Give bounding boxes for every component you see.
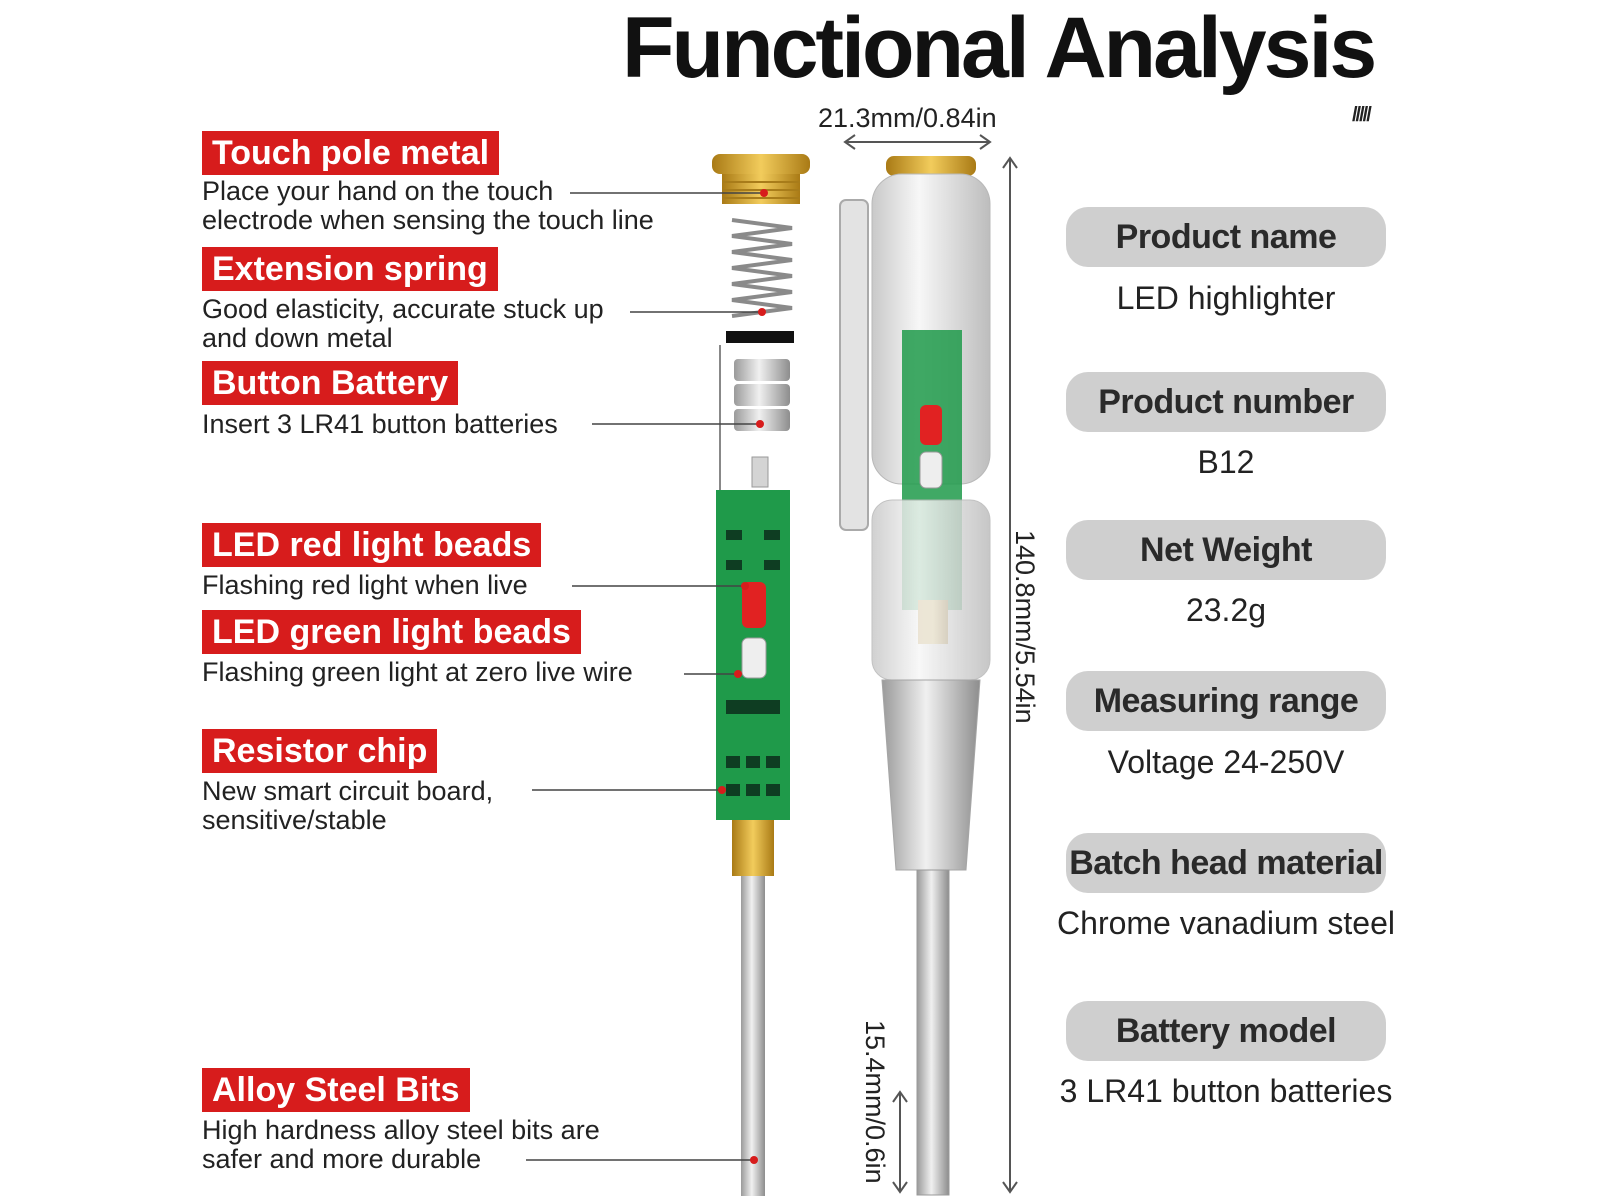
exploded-view bbox=[712, 154, 810, 1196]
component-desc-bits-1: High hardness alloy steel bits are bbox=[202, 1115, 600, 1145]
spec-value-product-number: B12 bbox=[1197, 444, 1255, 480]
component-tag-bits: Alloy Steel Bits bbox=[202, 1068, 470, 1112]
spec-label-product-number: Product number bbox=[1066, 372, 1386, 432]
arrow-icon bbox=[843, 134, 1018, 1194]
component-tag-resistor: Resistor chip bbox=[202, 729, 438, 773]
button-battery-1 bbox=[734, 359, 790, 381]
component-desc-resistor-2: sensitive/stable bbox=[202, 805, 387, 835]
leader-dots bbox=[718, 189, 768, 1164]
insulator-disc bbox=[726, 331, 794, 343]
component-tag-spring: Extension spring bbox=[202, 247, 498, 291]
touch-pole-thread-lines bbox=[722, 181, 800, 199]
spec-label-measuring-range: Measuring range bbox=[1066, 671, 1386, 731]
pen-clip bbox=[839, 199, 869, 531]
component-desc-battery-1: Insert 3 LR41 button batteries bbox=[202, 409, 558, 439]
dimension-width: 21.3mm/0.84in bbox=[818, 103, 997, 133]
component-tag-battery: Button Battery bbox=[202, 361, 459, 405]
spec-value-battery-model: 3 LR41 button batteries bbox=[1059, 1073, 1393, 1109]
spec-value-head-material: Chrome vanadium steel bbox=[1057, 905, 1395, 941]
pcb-components bbox=[726, 530, 780, 796]
component-desc-touch-pole-2: electrode when sensing the touch line bbox=[202, 205, 654, 235]
inner-led-red bbox=[920, 405, 942, 445]
led-green-bead bbox=[741, 637, 767, 679]
component-desc-spring-2: and down metal bbox=[202, 323, 393, 353]
led-red-bead bbox=[742, 582, 766, 628]
assembled-tester bbox=[839, 156, 991, 1196]
battery-contact bbox=[751, 456, 769, 488]
inner-led-green bbox=[919, 451, 943, 489]
component-tag-touch-pole: Touch pole metal bbox=[202, 131, 500, 175]
spec-value-net-weight: 23.2g bbox=[1185, 592, 1267, 628]
bit-thread bbox=[732, 820, 774, 876]
lower-body bbox=[871, 499, 991, 681]
button-battery-3 bbox=[734, 409, 790, 431]
spec-label-battery-model: Battery model bbox=[1066, 1001, 1386, 1061]
component-tag-led-green: LED green light beads bbox=[202, 610, 581, 654]
component-desc-touch-pole-1: Place your hand on the touch bbox=[202, 176, 554, 206]
component-desc-led-green-1: Flashing green light at zero live wire bbox=[202, 657, 633, 687]
touch-pole-cap bbox=[712, 154, 810, 174]
extension-spring bbox=[731, 218, 793, 318]
component-desc-led-red-1: Flashing red light when live bbox=[202, 570, 528, 600]
spec-label-product-name: Product name bbox=[1066, 207, 1386, 267]
alloy-bit-shaft bbox=[741, 876, 765, 1196]
button-battery-2 bbox=[734, 384, 790, 406]
product-panel bbox=[200, 0, 1410, 1200]
spec-value-measuring-range: Voltage 24-250V bbox=[1107, 744, 1345, 780]
spec-value-product-name: LED highlighter bbox=[1116, 280, 1336, 316]
component-tag-led-red: LED red light beads bbox=[202, 523, 542, 567]
spec-label-net-weight: Net Weight bbox=[1066, 520, 1386, 580]
spec-label-head-material: Batch head material bbox=[1066, 833, 1386, 893]
leader-lines bbox=[526, 192, 764, 1161]
component-desc-bits-2: safer and more durable bbox=[202, 1144, 482, 1174]
hatch-mark: ///// bbox=[1352, 104, 1372, 126]
component-desc-resistor-1: New smart circuit board, bbox=[202, 776, 494, 806]
handle-taper bbox=[881, 679, 981, 871]
component-desc-spring-1: Good elasticity, accurate stuck up bbox=[202, 294, 604, 324]
assembled-bit-shaft bbox=[916, 869, 950, 1196]
page-title: Functional Analysis bbox=[622, 0, 1377, 96]
assembled-cap bbox=[886, 156, 976, 176]
